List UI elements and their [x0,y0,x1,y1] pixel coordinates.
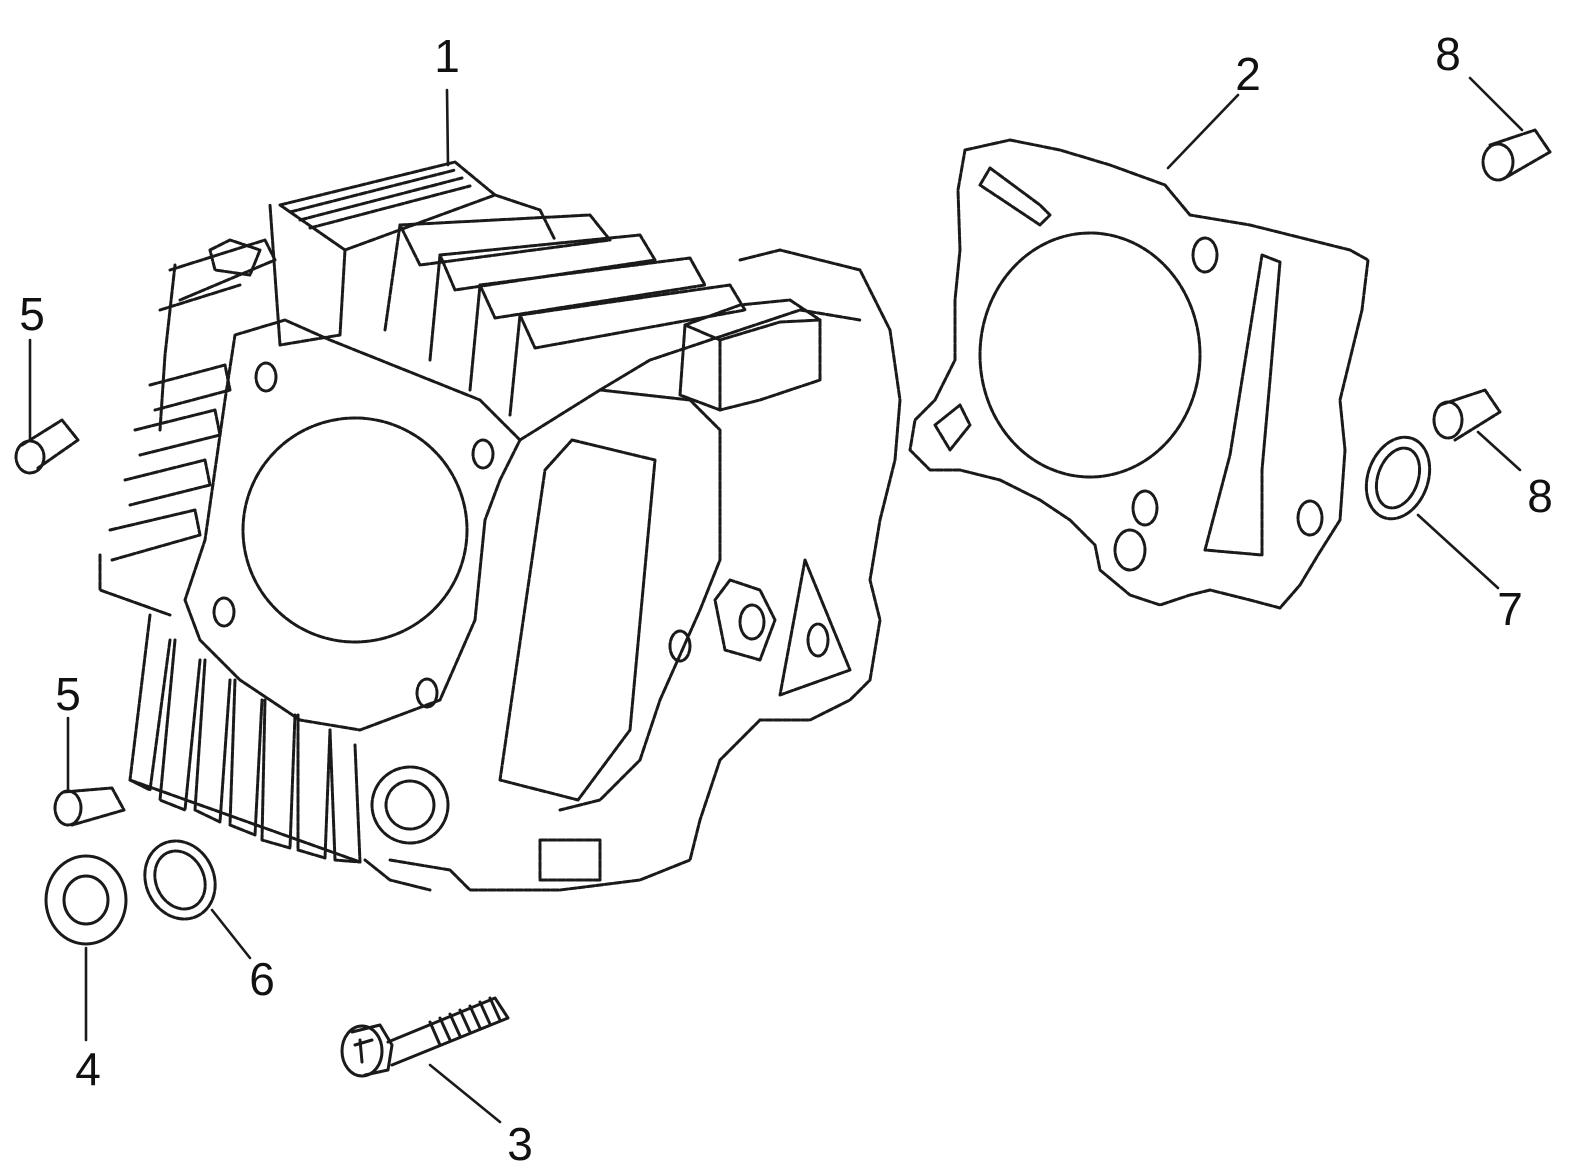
callout-7: 7 [1497,583,1523,635]
leader-lines [28,76,1524,1124]
dowel-pin-upper [14,418,80,475]
cylinder-head [98,160,902,892]
bolt [340,996,510,1078]
callout-5-lower: 5 [55,668,81,720]
callout-8-lower: 8 [1527,470,1553,522]
leader-1 [445,88,450,167]
callout-6: 6 [249,953,275,1005]
callout-numbers: 1 2 3 4 5 5 6 7 8 8 [19,28,1553,1165]
dowel-pin-lower [53,786,126,827]
o-ring-lower [143,839,217,921]
washer [44,854,128,946]
leader-7 [1416,513,1500,590]
callout-3: 3 [507,1118,533,1165]
callout-1: 1 [434,30,460,82]
callout-8-upper: 8 [1435,28,1461,80]
dowel-pin-lower-right [1432,388,1502,442]
callout-5-upper: 5 [19,288,45,340]
dowel-pin-upper-right [1481,128,1552,182]
leader-2 [1166,93,1240,170]
leader-8a [1468,76,1524,132]
leader-3 [428,1063,502,1124]
cylinder-gasket [908,138,1370,610]
callout-2: 2 [1235,48,1261,100]
callout-4: 4 [75,1043,101,1095]
leader-6 [210,908,252,960]
o-ring-right [1364,435,1432,521]
leader-8b [1476,430,1522,472]
